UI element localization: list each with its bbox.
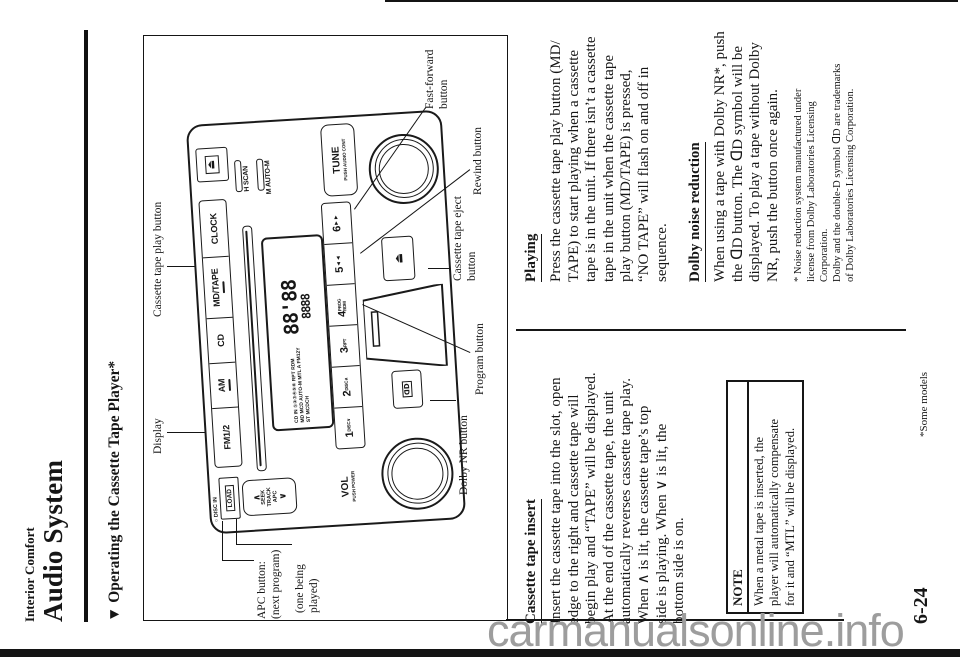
body-line: tape in the unit when the cassette tape (600, 55, 617, 282)
section-playing: Playing Press the cassette tape play but… (522, 37, 671, 282)
body-line: tape is in the unit. If there isn’t a ca… (583, 36, 600, 282)
header-rule (84, 30, 88, 622)
scan-edge-line (385, 0, 958, 2)
body-line: NR, push the button once again. (764, 89, 781, 282)
footnote-line: license from Dolby Laboratories Licensin… (806, 101, 818, 282)
scan-label: H SCAN (242, 165, 251, 192)
callout-line-apc1-v (222, 559, 254, 561)
note-box-title: NOTE (730, 569, 745, 606)
disc-eject-button: ⏏ (195, 146, 230, 183)
button-md-tape: MD/TAPE (202, 255, 233, 319)
source-button-strip: FM1/2 AM CD MD/TAPE CLOCK (198, 198, 243, 469)
body-line: play button (MD/TAPE) is pressed, (618, 69, 635, 282)
section-cassette-tape-insert: Cassette tape insert Insert the cassette… (522, 372, 689, 624)
callout-eject: Cassette tape eject button (452, 196, 478, 281)
section-dolby-noise-reduction: Dolby noise reduction When using a tape … (686, 31, 857, 282)
cassette-eject-icon: ⏏ (391, 252, 406, 265)
cassette-eject-button: ⏏ (380, 235, 416, 282)
note-line: for it and “MTL” will be displayed. (782, 427, 797, 606)
callout-display: Display (152, 418, 164, 454)
body-line: At the end of the cassette tape, the uni… (600, 391, 617, 624)
tune-sub-label: PUSH AUDIO CONT (340, 138, 349, 181)
callout-line-apc2-h (236, 519, 238, 545)
footnote-line: of Dolby Laboratories Licensing Corporat… (845, 88, 857, 282)
body-line: Press the cassette tape play button (MD/ (548, 40, 564, 282)
vol-sub-label: PUSH POWER (350, 470, 358, 502)
tune-button-block: TUNE PUSH AUDIO CONT (319, 122, 359, 197)
footnote-line: * Noise reduction system manufactured un… (793, 88, 805, 282)
button-am: AM (209, 361, 238, 409)
vol-label-block: VOL PUSH POWER (339, 471, 357, 503)
callout-line-apc1-h (222, 521, 224, 561)
body-line: When using a tape with Dolby NR*, push (712, 31, 728, 282)
body-line: begin play and “TAPE” will be displayed. (583, 372, 600, 624)
callout-line-apc2-v (236, 543, 292, 545)
seek-track-apc-rocker: ∧ SEEK TRACK APC ∨ (241, 477, 298, 517)
body-line: sequence. (653, 223, 670, 282)
note-line: When a metal tape is inserted, the (751, 436, 766, 606)
body-line: bottom side is on. (671, 517, 688, 624)
note-box: NOTE When a metal tape is inserted, the … (726, 380, 804, 614)
callout-apc-playing: (one being played) (294, 564, 320, 613)
load-button-label: LOAD (224, 484, 235, 512)
callout-program: Program button (474, 323, 486, 395)
footnote-line: Corporation. (819, 228, 831, 282)
callout-line-dolby (430, 399, 456, 401)
volume-knob (379, 435, 456, 512)
radio-unit-drawing: ○ DISC IN LOAD ∧ SEEK TRACK APC ∨ FM1/2 … (185, 109, 467, 535)
body-line: When ∧ is lit, the cassette tape’s top (635, 405, 652, 624)
watermark: carmanualsonline.info (487, 605, 905, 656)
footnote-line: Dolby and the double-D symbol ᗡD are tra… (832, 63, 844, 282)
right-column-heading: Playing (523, 233, 542, 282)
note-line: player will automatically compensate (767, 418, 781, 606)
callout-fast-forward: Fast-forward button (424, 49, 450, 109)
display-readout: CD IN ①②③④⑤⑥ RPT RDM MD MCD AUTO-M MTL A… (260, 234, 335, 432)
body-line: displayed. To play a tape without Dolby (747, 42, 764, 282)
tune-knob (366, 131, 441, 207)
body-line: TAPE) to start playing when a cassette (565, 49, 582, 282)
scan-button (233, 159, 243, 193)
button-clock: CLOCK (208, 212, 221, 245)
body-line: “NO TAPE” will flash on and off in (635, 66, 652, 282)
section-heading: ▼ Operating the Cassette Tape Player* (106, 360, 123, 622)
chevron-down-icon: ∨ (277, 492, 288, 500)
page-number: 6-24 (910, 587, 932, 624)
eject-icon: ⏏ (204, 155, 220, 174)
some-models-footnote: *Some models (918, 371, 930, 437)
preset-5: 5◄◄ (324, 242, 355, 285)
callout-dolby-nr: Dolby NR button (458, 415, 470, 495)
page-title: Audio System (38, 459, 68, 622)
dolby-dd-icon: ᗡD (401, 381, 413, 398)
callout-line-eject (428, 267, 450, 269)
am-slit (227, 378, 232, 392)
callout-rewind: Rewind button (472, 126, 484, 195)
preset-6: 6►► (331, 214, 344, 233)
column-divider (516, 329, 906, 331)
cassette-door (362, 283, 448, 367)
dolby-nr-button: ᗡD (391, 369, 424, 410)
body-line: Insert the cassette tape into the slot, … (548, 377, 564, 624)
button-fm12: FM1/2 (212, 406, 242, 468)
body-line: side is playing. When ∨ is lit, the (653, 423, 670, 624)
callout-play-button: Cassette tape play button (152, 201, 164, 317)
dolby-heading: Dolby noise reduction (687, 142, 706, 282)
callout-apc-next: APC button: (next program) (256, 549, 282, 619)
body-line: automatically reverses cassette tape pla… (618, 378, 635, 624)
body-line: edge to the right and cassette tape will (565, 394, 582, 624)
scan-bottom-bar (0, 649, 960, 657)
md-tape-slit (221, 281, 226, 294)
load-button: LOAD (218, 476, 241, 520)
cassette-slot-slit (245, 230, 262, 467)
body-line: the ᗡD button. The ᗡD symbol will be (729, 45, 746, 282)
autom-label: M AUTO-M (264, 160, 274, 195)
header-kicker: Interior Comfort (22, 527, 37, 622)
button-cd: CD (206, 316, 236, 364)
